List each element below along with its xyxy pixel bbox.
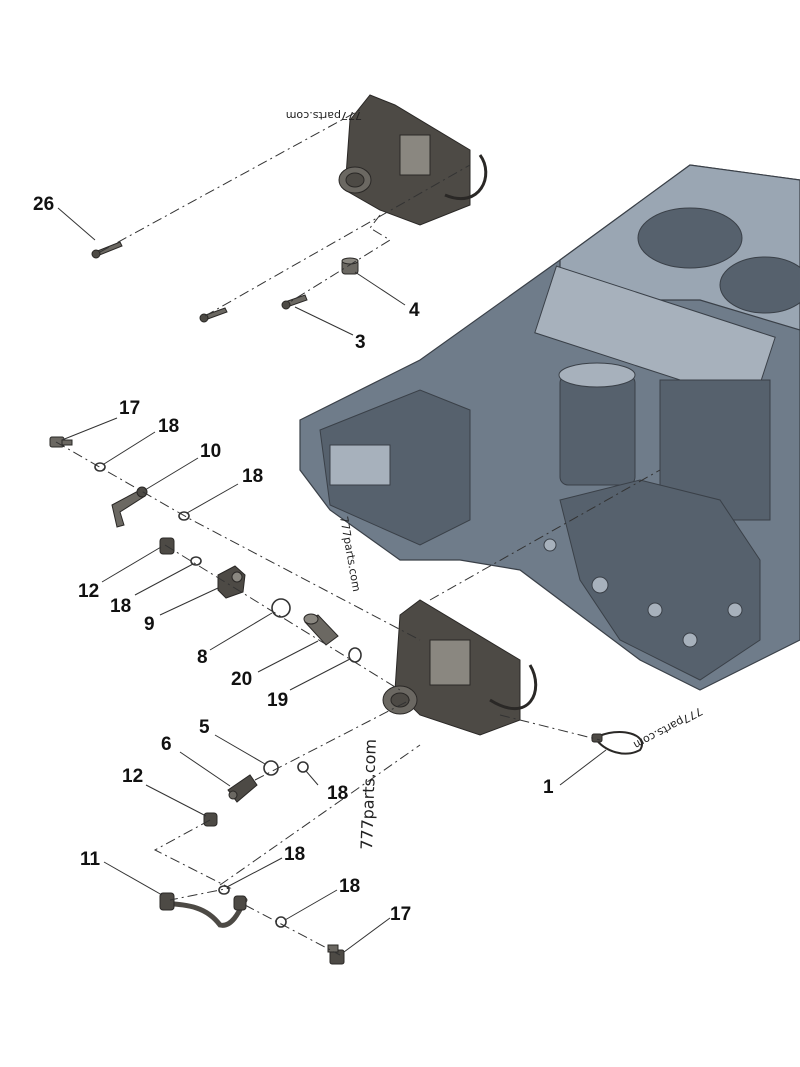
watermark-1: 777parts.com	[286, 109, 362, 122]
part-8-ring	[271, 598, 291, 618]
part-18-ring-5	[218, 885, 230, 895]
callout-18-5: 18	[284, 844, 305, 865]
watermark-4: 777parts.com	[631, 704, 704, 751]
part-11-tube	[159, 892, 248, 928]
part-18-ring-4	[297, 761, 309, 773]
callout-18-6: 18	[339, 876, 360, 897]
callout-20: 20	[231, 669, 252, 690]
part-17-bolt-upper	[49, 436, 73, 448]
callout-18-1: 18	[158, 416, 179, 437]
callout-18-2: 18	[242, 466, 263, 487]
part-12-fitting-lower	[203, 812, 218, 827]
part-6-fitting	[227, 774, 258, 803]
callout-18-3: 18	[110, 596, 131, 617]
callout-8: 8	[197, 647, 208, 668]
callout-26: 26	[33, 194, 54, 215]
part-1-loop-clip	[591, 731, 643, 755]
part-26-bolt	[91, 241, 123, 259]
assembly-lines	[55, 109, 661, 956]
callout-17-lower: 17	[390, 904, 411, 925]
part-18-ring-3	[190, 556, 202, 566]
part-17-bolt-lower	[327, 944, 345, 965]
part-18-ring-6	[275, 916, 287, 928]
engine-block	[299, 164, 800, 691]
part-20-sleeve	[303, 613, 339, 646]
callout-17-upper: 17	[119, 398, 140, 419]
watermark-3: 777parts.com	[357, 739, 380, 851]
callout-1: 1	[543, 777, 554, 798]
upper-starter-assembly	[338, 94, 488, 226]
callout-12-upper: 12	[78, 581, 99, 602]
part-19-ring	[348, 647, 362, 663]
callout-12-lower: 12	[122, 766, 143, 787]
leader-lines	[57, 207, 607, 953]
callout-4: 4	[409, 300, 420, 321]
callout-5: 5	[199, 717, 210, 738]
callout-10: 10	[200, 441, 221, 462]
callout-18-4: 18	[327, 783, 348, 804]
callout-11: 11	[80, 849, 101, 870]
part-4-bushing	[341, 257, 359, 275]
lower-starter-assembly	[382, 599, 538, 736]
part-18-ring-2	[178, 511, 190, 521]
callout-3: 3	[355, 332, 366, 353]
callout-19: 19	[267, 690, 288, 711]
callout-labels: 26 4 3 17 18 10 18 12 18 9 8 20 19 5 6 1…	[33, 194, 554, 925]
callout-9: 9	[144, 614, 155, 635]
part-3-bolt	[199, 294, 308, 323]
part-5-ring	[263, 760, 279, 776]
part-9-nut	[217, 565, 246, 599]
callout-6: 6	[161, 734, 172, 755]
part-10-fitting	[111, 486, 148, 528]
part-18-ring-1	[94, 462, 106, 472]
